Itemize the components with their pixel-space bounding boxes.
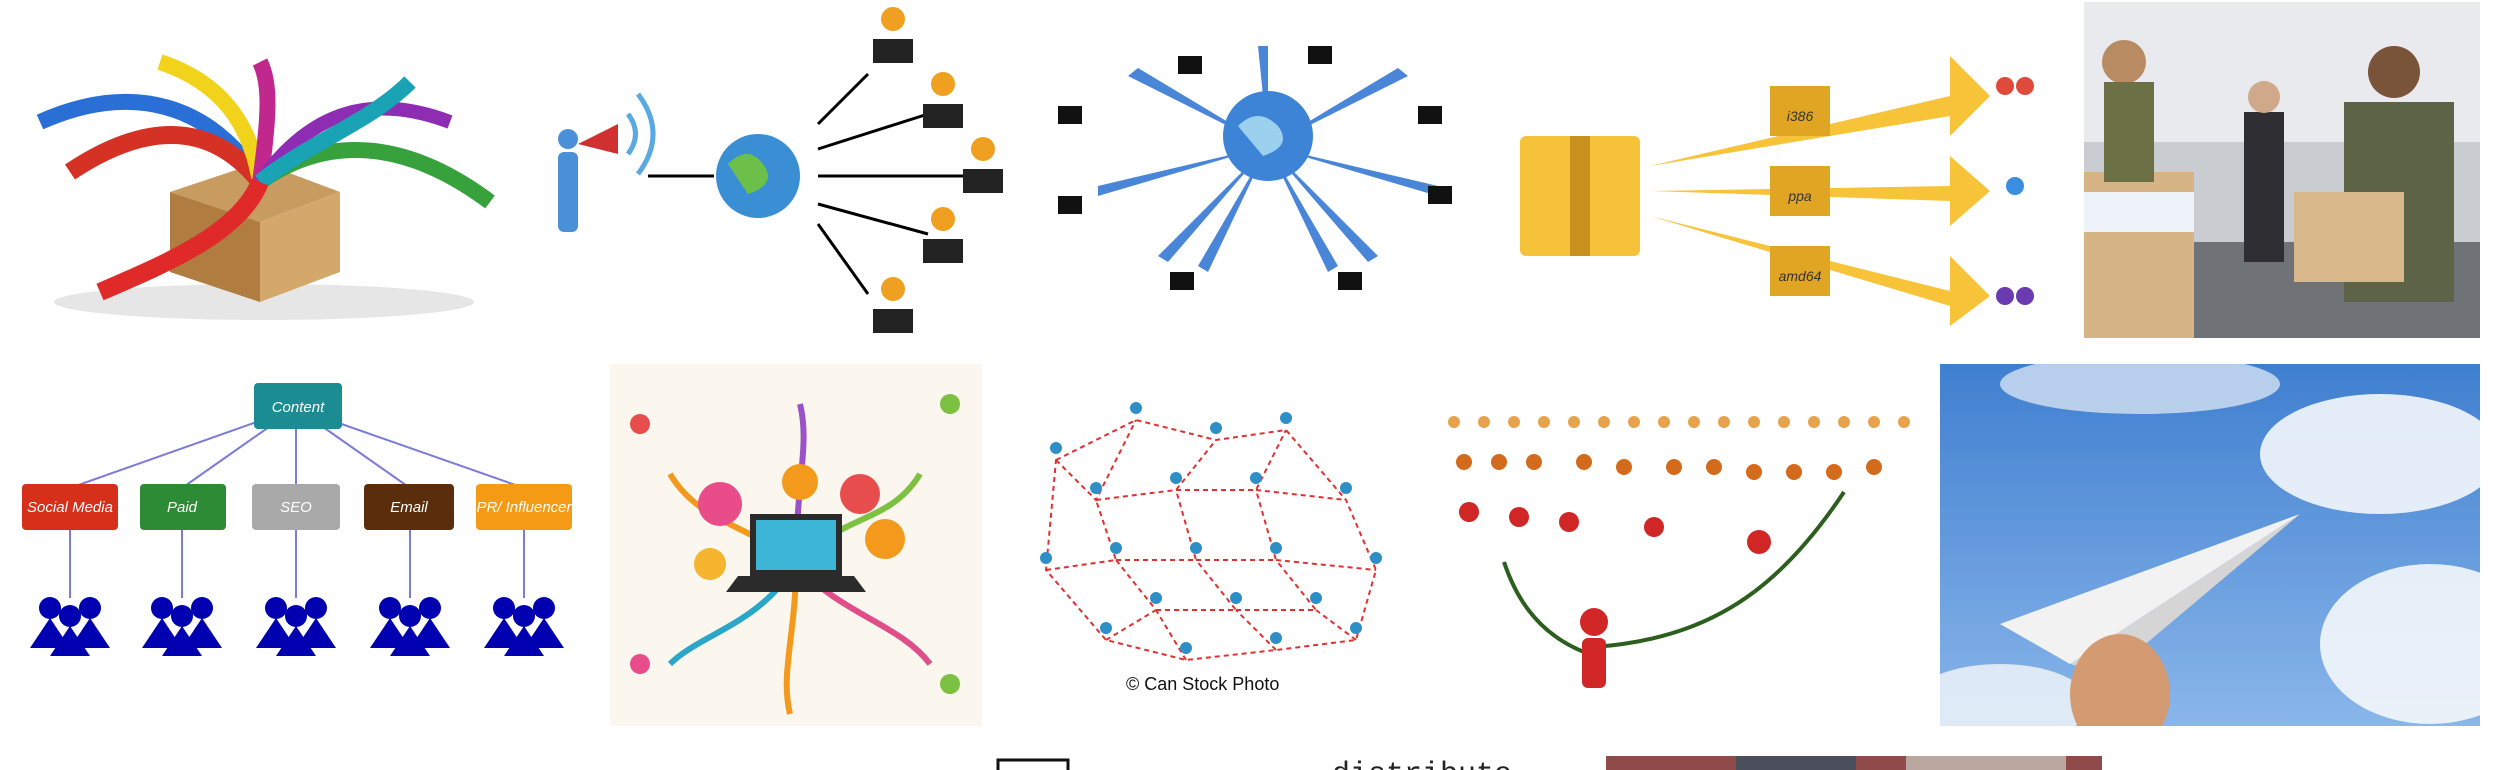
distribute-word: distribute bbox=[1332, 758, 1512, 770]
image-result-globe-printers[interactable] bbox=[1058, 36, 1478, 308]
partial-photo-thumb bbox=[1606, 756, 2102, 770]
node-email: Email bbox=[390, 499, 428, 516]
pyramid-referral-illustration bbox=[1448, 416, 1910, 688]
people-network-illustration: © Can Stock Photo bbox=[1040, 402, 1382, 694]
paper-plane-sky-photo bbox=[1940, 364, 2480, 726]
package-distribution-illustration: i386 ppa amd64 bbox=[1520, 56, 2034, 326]
content-distribution-diagram: Content Social Media Paid SEO Email PR/ … bbox=[22, 383, 573, 656]
image-result-partial-distribute[interactable]: distribute bbox=[1330, 756, 1580, 770]
partial-envelope-thumb bbox=[996, 758, 1070, 770]
image-result-partial-envelope[interactable] bbox=[996, 756, 1070, 770]
image-result-content-distribution-chart[interactable]: Content Social Media Paid SEO Email PR/ … bbox=[10, 378, 582, 678]
watermark-text: © Can Stock Photo bbox=[1126, 674, 1279, 694]
image-result-broadcast-network[interactable] bbox=[548, 4, 1024, 344]
globe-printers-illustration bbox=[1058, 46, 1452, 290]
partial-distribute-thumb: distribute bbox=[1332, 758, 1512, 770]
image-result-laptop-social-icons[interactable] bbox=[610, 364, 982, 726]
laptop-social-icons-illustration bbox=[610, 364, 982, 726]
image-result-relief-supplies-photo[interactable] bbox=[2084, 2, 2480, 338]
node-paid: Paid bbox=[167, 499, 198, 516]
image-result-box-arrows[interactable] bbox=[10, 2, 518, 340]
box-arrows-illustration bbox=[36, 54, 495, 320]
node-pr-influencer: PR/ Influencer bbox=[476, 499, 572, 516]
box-label-amd64: amd64 bbox=[1779, 268, 1822, 284]
node-social-media: Social Media bbox=[27, 499, 113, 516]
image-result-pyramid-referral[interactable] bbox=[1444, 392, 1920, 702]
image-result-people-network[interactable]: © Can Stock Photo bbox=[1016, 390, 1400, 710]
box-label-ppa: ppa bbox=[1787, 188, 1812, 204]
node-seo: SEO bbox=[280, 499, 312, 516]
image-result-package-distribution[interactable]: i386 ppa amd64 bbox=[1510, 6, 2050, 336]
relief-supplies-photo bbox=[2084, 2, 2480, 338]
image-result-partial-photo[interactable] bbox=[1606, 756, 2102, 770]
node-content: Content bbox=[272, 399, 325, 416]
box-label-i386: i386 bbox=[1787, 108, 1814, 124]
broadcast-illustration bbox=[558, 7, 1003, 333]
image-result-paper-plane-sky[interactable] bbox=[1940, 364, 2480, 726]
